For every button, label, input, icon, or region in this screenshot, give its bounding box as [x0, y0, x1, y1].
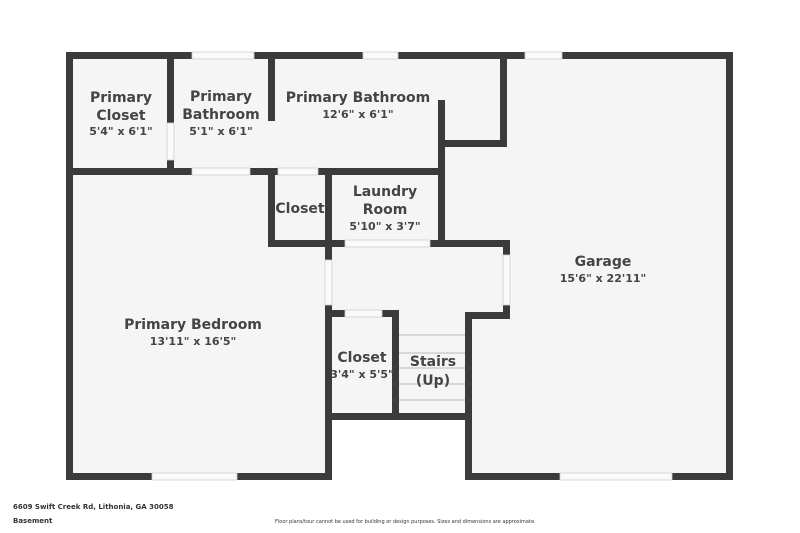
window: [524, 51, 563, 60]
room-primary-bedroom: Primary Bedroom 13'11" x 16'5": [124, 317, 262, 348]
doorway: [191, 167, 251, 176]
doorway: [277, 167, 319, 176]
svg-text:5'4" x 6'1": 5'4" x 6'1": [89, 125, 153, 138]
svg-text:Primary Bedroom: Primary Bedroom: [124, 317, 262, 333]
svg-text:5'10" x 3'7": 5'10" x 3'7": [349, 220, 420, 233]
svg-text:Primary Bathroom: Primary Bathroom: [286, 90, 430, 106]
svg-text:Bathroom: Bathroom: [182, 107, 260, 123]
svg-text:3'4" x 5'5": 3'4" x 5'5": [330, 368, 394, 381]
svg-text:Garage: Garage: [575, 254, 632, 270]
room-closet-lower: Closet 3'4" x 5'5": [330, 350, 394, 381]
doorway: [166, 122, 175, 161]
window: [362, 51, 399, 60]
stairs-up: Stairs (Up): [410, 354, 456, 389]
window: [151, 472, 238, 481]
svg-text:Laundry: Laundry: [353, 184, 417, 200]
room-primary-bathroom-small: Primary Bathroom 5'1" x 6'1": [182, 89, 260, 138]
svg-text:Closet: Closet: [96, 108, 146, 124]
address-label: 6609 Swift Creek Rd, Lithonia, GA 30058: [13, 503, 174, 511]
svg-text:Primary: Primary: [190, 89, 252, 105]
room-closet: Closet: [275, 201, 325, 217]
garage-door: [559, 472, 673, 481]
svg-text:Room: Room: [363, 202, 408, 218]
floor-areas: [70, 56, 730, 480]
svg-text:5'1" x 6'1": 5'1" x 6'1": [189, 125, 253, 138]
svg-text:Closet: Closet: [275, 201, 325, 217]
openings: [151, 51, 673, 481]
doorway: [344, 309, 383, 318]
svg-text:13'11" x 16'5": 13'11" x 16'5": [150, 335, 237, 348]
stairs-treads: [399, 334, 465, 401]
room-garage: Garage 15'6" x 22'11": [560, 254, 647, 285]
doorway: [344, 239, 431, 248]
window: [191, 51, 255, 60]
room-primary-bathroom: Primary Bathroom 12'6" x 6'1": [286, 90, 430, 121]
svg-text:12'6" x 6'1": 12'6" x 6'1": [322, 108, 393, 121]
svg-text:15'6" x 22'11": 15'6" x 22'11": [560, 272, 647, 285]
doorway: [324, 259, 333, 306]
svg-text:Primary: Primary: [90, 90, 152, 106]
doorway: [502, 254, 511, 306]
room-laundry: Laundry Room 5'10" x 3'7": [349, 184, 420, 233]
svg-text:Stairs: Stairs: [410, 354, 456, 370]
svg-text:Closet: Closet: [337, 350, 387, 366]
svg-text:(Up): (Up): [416, 373, 450, 389]
room-primary-closet: Primary Closet 5'4" x 6'1": [89, 90, 153, 138]
disclaimer: Floor plans/tour cannot be used for buil…: [275, 519, 536, 525]
floor-label: Basement: [13, 517, 53, 525]
